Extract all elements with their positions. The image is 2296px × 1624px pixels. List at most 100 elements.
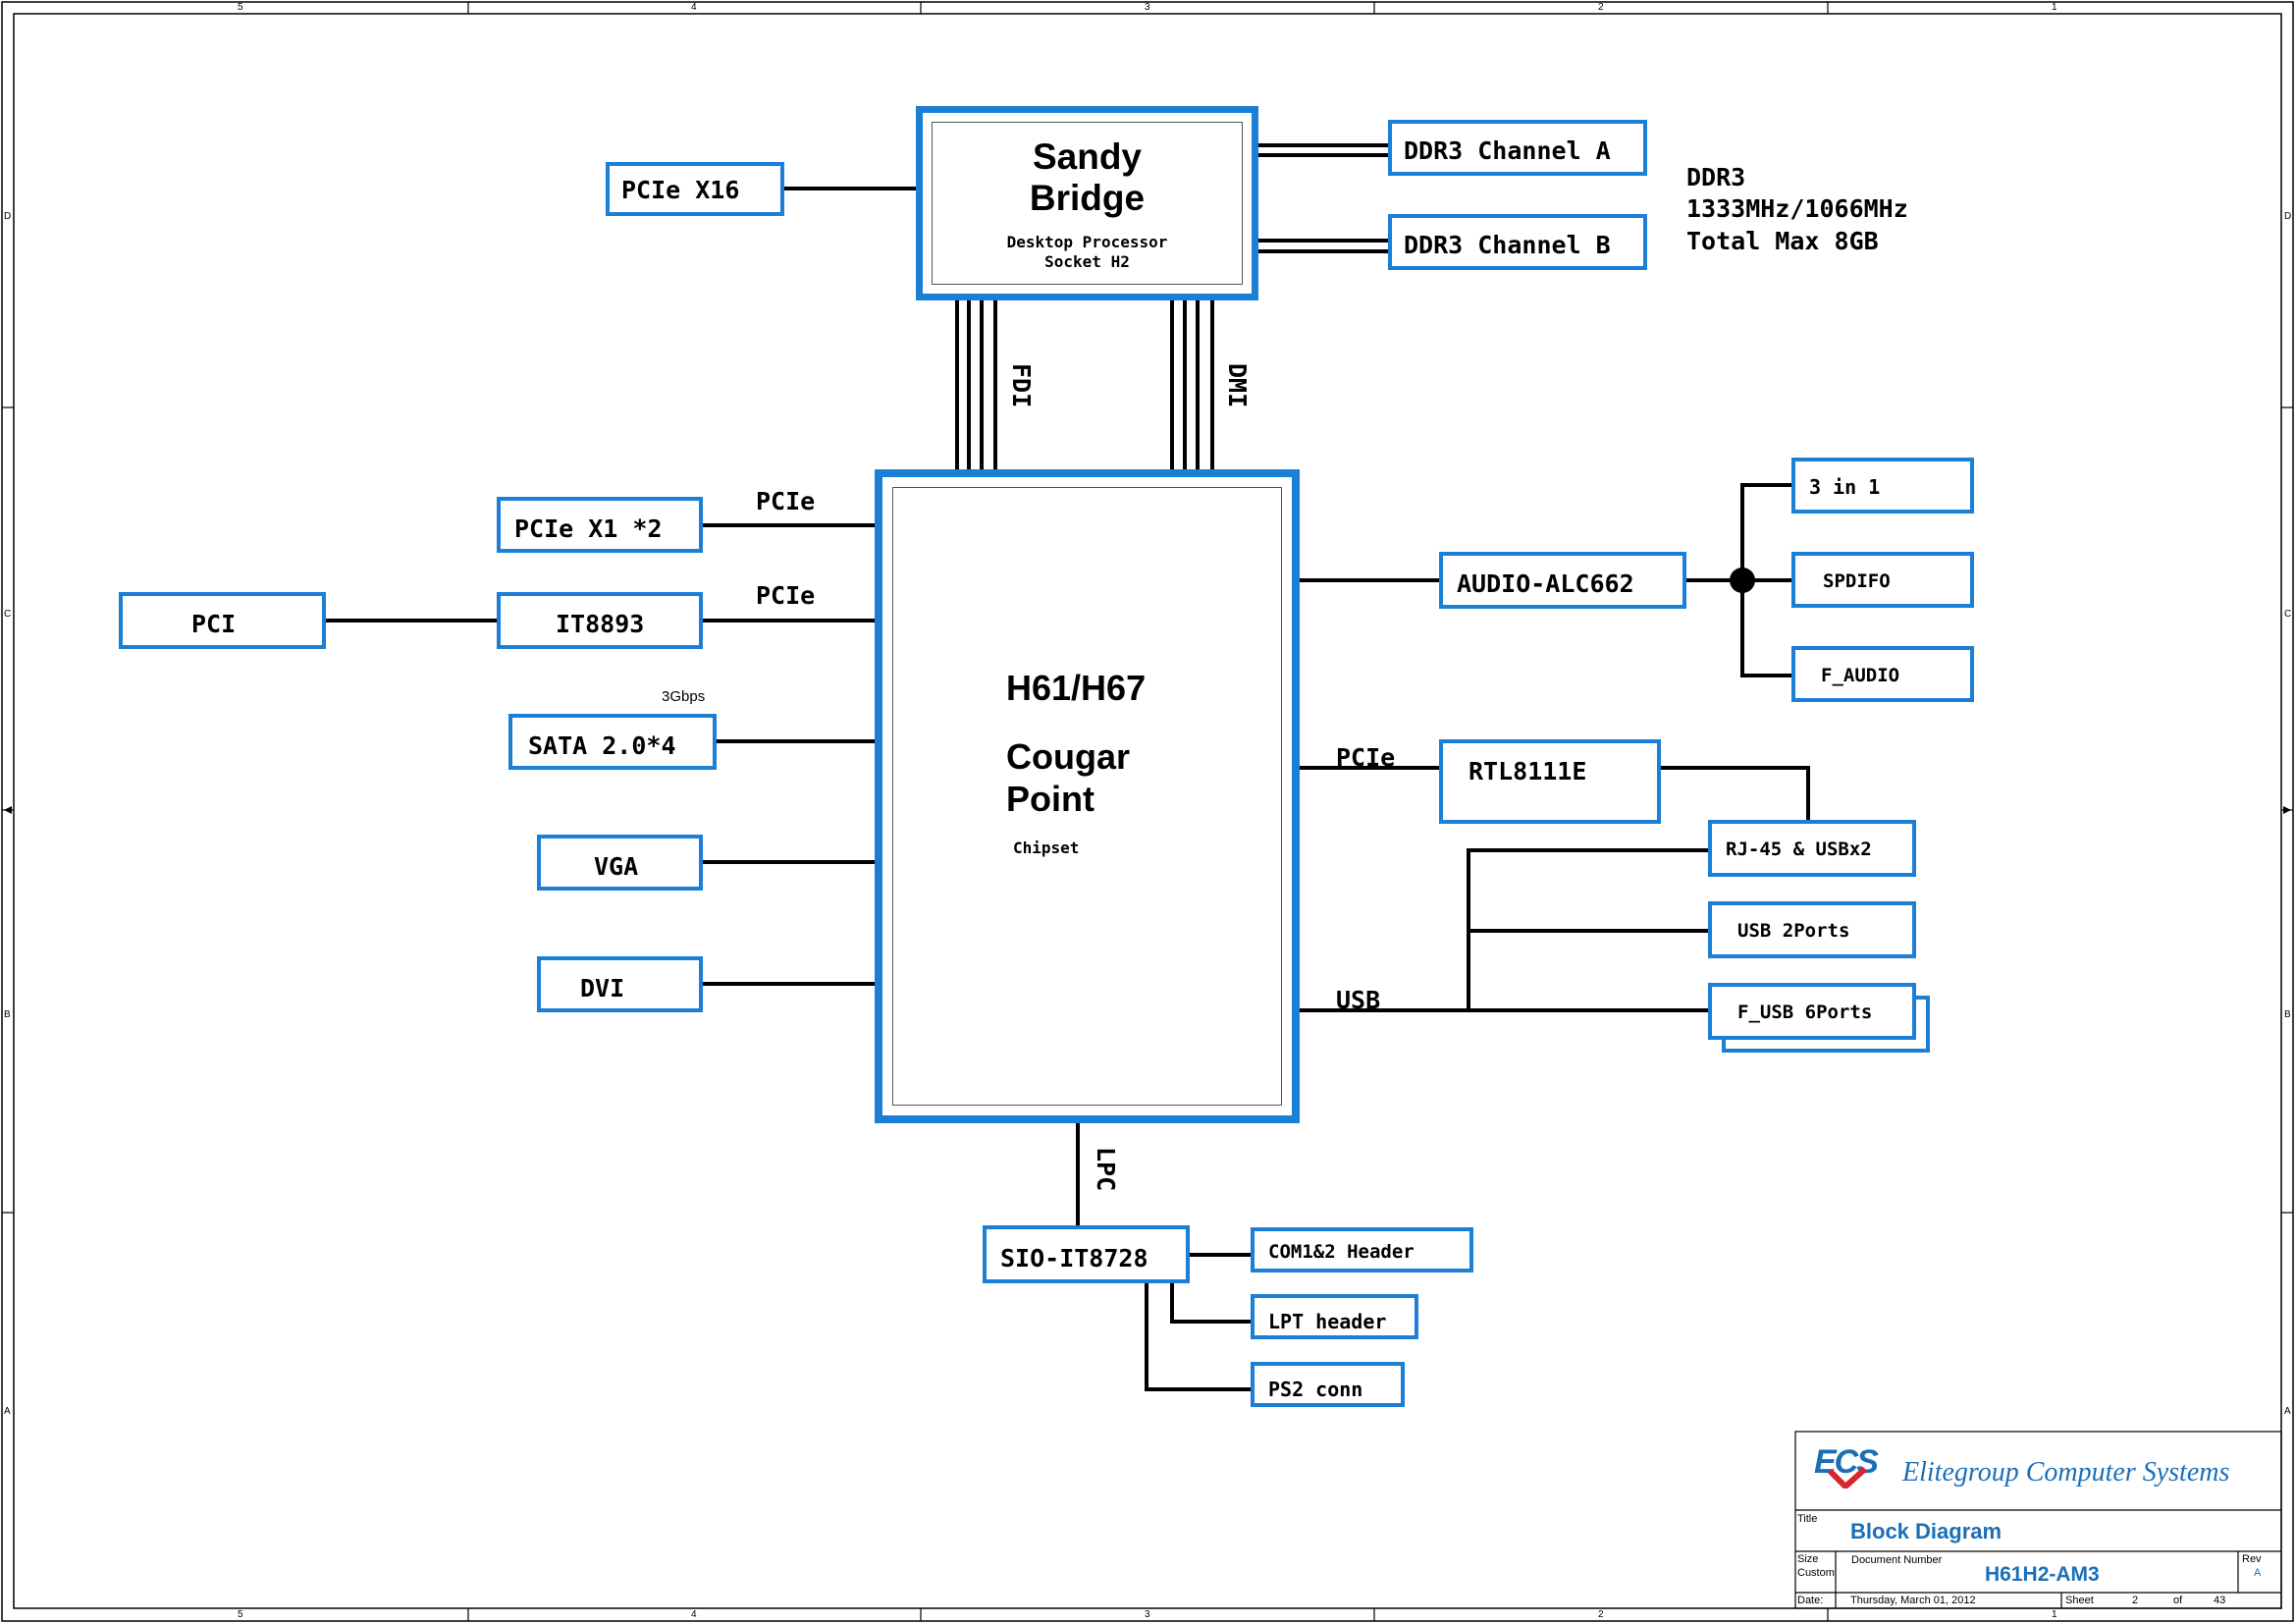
- zone-row-label: A: [2284, 1406, 2291, 1417]
- com-header-label: COM1&2 Header: [1268, 1241, 1415, 1263]
- size-value: Custom: [1797, 1567, 1835, 1579]
- rtl8111e-label: RTL8111E: [1468, 757, 1587, 785]
- ps2-conn-label: PS2 conn: [1268, 1378, 1363, 1401]
- ddr3-channel-a-block[interactable]: DDR3 Channel A: [1388, 120, 1647, 176]
- rj45-usb-label: RJ-45 & USBx2: [1726, 839, 1872, 860]
- ddr-note-line2: 1333MHz/1066MHz: [1686, 194, 1908, 223]
- cpu-block[interactable]: Sandy Bridge Desktop Processor Socket H2: [916, 106, 1258, 300]
- cpu-sub-line1: Desktop Processor: [1006, 233, 1168, 251]
- sheet-of-label: of: [2173, 1595, 2183, 1606]
- pci-block[interactable]: PCI: [119, 592, 326, 649]
- sio-block[interactable]: SIO-IT8728: [983, 1225, 1190, 1283]
- vga-label: VGA: [594, 852, 639, 881]
- sata-label: SATA 2.0*4: [528, 731, 676, 760]
- cpu-name-line2: Bridge: [1029, 178, 1146, 218]
- audio-block[interactable]: AUDIO-ALC662: [1439, 552, 1686, 609]
- com-header-block[interactable]: COM1&2 Header: [1251, 1227, 1473, 1272]
- sata-block[interactable]: SATA 2.0*4: [508, 714, 717, 770]
- lpt-header-block[interactable]: LPT header: [1251, 1294, 1418, 1339]
- frame-center-arrow-right: [2283, 806, 2291, 814]
- zone-row-label: D: [2284, 211, 2292, 222]
- dvi-block[interactable]: DVI: [537, 956, 703, 1012]
- dmi-label: DMI: [1223, 363, 1252, 408]
- zone-col-label: 5: [238, 1609, 243, 1620]
- zone-row-label: B: [2284, 1009, 2291, 1020]
- usb-2ports-block[interactable]: USB 2Ports: [1708, 901, 1916, 958]
- chipset-name: H61/H67: [1006, 668, 1147, 708]
- zone-row-label: D: [4, 211, 12, 222]
- f-audio-label: F_AUDIO: [1821, 665, 1900, 686]
- pcie-top-label: PCIe: [756, 487, 816, 515]
- ddr3-channel-a-label: DDR3 Channel A: [1404, 136, 1611, 165]
- zone-col-label: 1: [2052, 2, 2057, 13]
- audio-label: AUDIO-ALC662: [1457, 569, 1634, 598]
- date-field-label: Date:: [1797, 1595, 1824, 1606]
- zone-col-label: 5: [238, 2, 243, 13]
- date-value: Thursday, March 01, 2012: [1850, 1595, 1976, 1606]
- f-usb-6ports-label: F_USB 6Ports: [1737, 1001, 1873, 1023]
- zone-col-label: 4: [691, 1609, 697, 1620]
- pci-label: PCI: [191, 610, 237, 638]
- ecs-logo: ECS: [1814, 1443, 1879, 1489]
- title-block-lines: [1794, 1431, 2282, 1609]
- sheet-total: 43: [2214, 1595, 2226, 1606]
- pcie-x16-block[interactable]: PCIe X16: [606, 162, 784, 216]
- size-field-label: Size: [1797, 1553, 1819, 1565]
- ddr-note-line1: DDR3: [1686, 163, 1746, 191]
- zone-col-label: 3: [1145, 1609, 1150, 1620]
- chipset-sub: Chipset: [1013, 839, 1080, 857]
- zone-col-label: 2: [1598, 2, 1604, 13]
- rtl8111e-block[interactable]: RTL8111E: [1439, 739, 1661, 824]
- inner-frame: [13, 13, 2282, 1609]
- ddr3-channel-b-block[interactable]: DDR3 Channel B: [1388, 214, 1647, 270]
- lpc-label: LPC: [1092, 1147, 1120, 1192]
- cpu-sub-line2: Socket H2: [1044, 252, 1130, 271]
- sheet-field-label: Sheet: [2065, 1595, 2094, 1606]
- three-in-one-label: 3 in 1: [1809, 475, 1881, 499]
- lpt-header-label: LPT header: [1268, 1310, 1387, 1333]
- rev-value: A: [2254, 1567, 2262, 1579]
- zone-col-label: 1: [2052, 1609, 2057, 1620]
- it8893-block[interactable]: IT8893: [497, 592, 703, 649]
- zone-col-label: 4: [691, 2, 697, 13]
- fdi-label: FDI: [1007, 363, 1036, 408]
- ecs-logo-check-icon: [1828, 1467, 1867, 1489]
- f-audio-block[interactable]: F_AUDIO: [1791, 646, 1974, 702]
- zone-row-label: C: [2284, 609, 2292, 620]
- ecs-logo-text: ECS: [1814, 1443, 1879, 1481]
- chipset-name2-line2: Point: [1006, 779, 1095, 819]
- audio-junction-dot: [1730, 568, 1755, 593]
- company-name: Elitegroup Computer Systems: [1902, 1457, 2230, 1488]
- rj45-usb-block[interactable]: RJ-45 & USBx2: [1708, 820, 1916, 877]
- zone-col-label: 2: [1598, 1609, 1604, 1620]
- document-number: H61H2-AM3: [1985, 1563, 2100, 1586]
- it8893-label: IT8893: [556, 610, 645, 638]
- title-field-label: Title: [1797, 1513, 1818, 1525]
- diagram-title: Block Diagram: [1850, 1519, 2002, 1543]
- dvi-label: DVI: [580, 974, 625, 1002]
- frame-center-arrow-left: [4, 806, 12, 814]
- pcie-x1-label: PCIe X1 *2: [514, 514, 663, 543]
- usb-2ports-label: USB 2Ports: [1737, 920, 1850, 942]
- three-in-one-block[interactable]: 3 in 1: [1791, 458, 1974, 514]
- sata-speed-label: 3Gbps: [662, 688, 706, 705]
- pcie-x1-block[interactable]: PCIe X1 *2: [497, 497, 703, 553]
- docnum-field-label: Document Number: [1851, 1554, 1943, 1566]
- ddr-note-line3: Total Max 8GB: [1686, 227, 1879, 255]
- f-usb-6ports-block[interactable]: F_USB 6Ports: [1708, 983, 1916, 1040]
- sheet-number: 2: [2132, 1595, 2139, 1606]
- rev-field-label: Rev: [2242, 1553, 2262, 1565]
- spdifo-label: SPDIFO: [1823, 570, 1891, 592]
- ps2-conn-block[interactable]: PS2 conn: [1251, 1362, 1405, 1407]
- spdifo-block[interactable]: SPDIFO: [1791, 552, 1974, 608]
- zone-row-label: B: [4, 1009, 11, 1020]
- sio-label: SIO-IT8728: [1000, 1244, 1148, 1272]
- pcie-x16-label: PCIe X16: [621, 176, 740, 204]
- chipset-block[interactable]: H61/H67 Cougar Point Chipset: [875, 469, 1300, 1123]
- vga-block[interactable]: VGA: [537, 835, 703, 891]
- usb-label: USB: [1336, 986, 1381, 1014]
- pcie-right-label: PCIe: [1336, 743, 1396, 772]
- zone-row-label: C: [4, 609, 12, 620]
